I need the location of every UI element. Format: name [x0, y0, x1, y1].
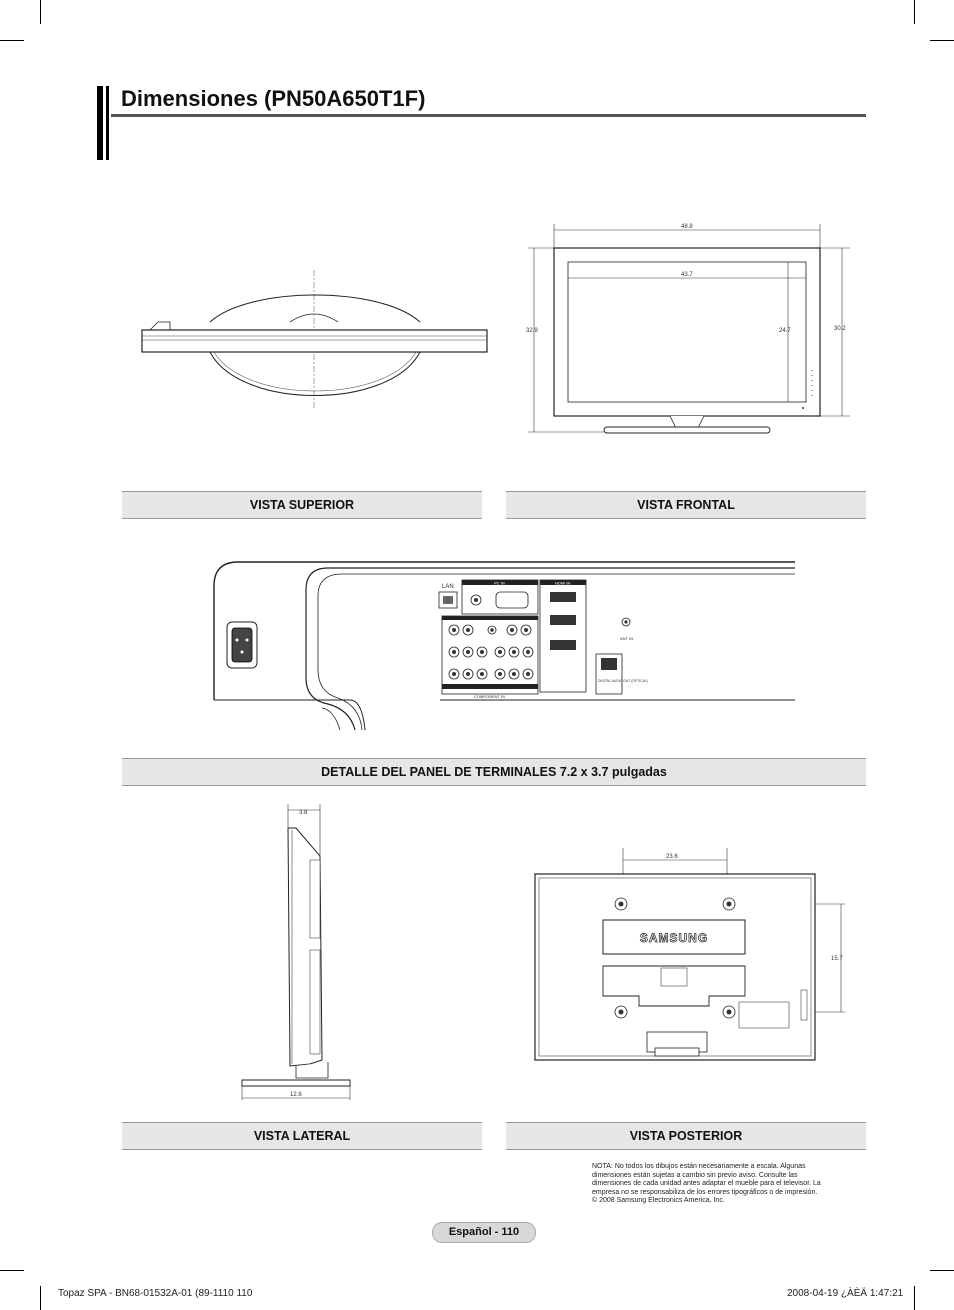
crop-mark	[914, 0, 915, 24]
footer-right: 2008-04-19 ¿ÀÈÄ 1:47:21	[787, 1288, 904, 1299]
terminal-panel-drawing: LAN PC IN HDMI IN COMPONENT IN ANT IN DI…	[213, 561, 795, 731]
title-rule	[111, 114, 866, 117]
side-stand-depth: 12.6	[290, 1092, 302, 1098]
front-view-drawing: 48.8 43.7 24.7 32.9 30.2	[526, 224, 850, 434]
front-screen-width: 43.7	[681, 272, 693, 278]
label-pc-in: PC IN	[494, 581, 505, 586]
page-title: Dimensiones (PN50A650T1F)	[121, 86, 426, 111]
samsung-logo: SAMSUNG	[640, 931, 708, 945]
caption-rear-view: VISTA POSTERIOR	[506, 1122, 866, 1150]
page-number-badge: Español - 110	[432, 1222, 536, 1243]
side-view-drawing: 3.8 12.6	[241, 804, 351, 1100]
crop-mark	[0, 1270, 24, 1271]
rear-vesa-height: 15.7	[831, 956, 843, 962]
crop-mark	[930, 1270, 954, 1271]
crop-mark	[0, 40, 24, 41]
rear-vesa-width: 23.6	[666, 854, 678, 860]
caption-terminal-panel: DETALLE DEL PANEL DE TERMINALES 7.2 x 3.…	[122, 758, 866, 786]
front-body-height: 30.2	[834, 326, 846, 332]
crop-mark	[40, 0, 41, 24]
front-screen-height: 24.7	[779, 328, 791, 334]
caption-top-view: VISTA SUPERIOR	[122, 491, 482, 519]
caption-side-view: VISTA LATERAL	[122, 1122, 482, 1150]
label-hdmi-in: HDMI IN	[555, 581, 570, 586]
disclaimer-note: NOTA: No todos los dibujos están necesar…	[592, 1163, 821, 1205]
crop-mark	[930, 40, 954, 41]
label-ant-in: ANT IN	[620, 636, 633, 641]
label-component-in: COMPONENT IN	[474, 694, 505, 699]
caption-front-view: VISTA FRONTAL	[506, 491, 866, 519]
front-overall-height: 32.9	[526, 328, 538, 334]
title-accent-stripe	[103, 86, 106, 160]
side-depth: 3.8	[299, 810, 308, 816]
label-optical: DIGITAL AUDIO OUT (OPTICAL)	[598, 679, 648, 683]
crop-mark	[914, 1286, 915, 1310]
label-lan: LAN	[442, 584, 454, 590]
footer-left: Topaz SPA - BN68-01532A-01 (89-1110 110	[58, 1288, 253, 1299]
rear-view-drawing: 23.6 15.7 SAMSUNG	[534, 848, 845, 1061]
top-view-drawing	[141, 270, 488, 410]
front-overall-width: 48.8	[681, 224, 693, 230]
crop-mark	[40, 1286, 41, 1310]
